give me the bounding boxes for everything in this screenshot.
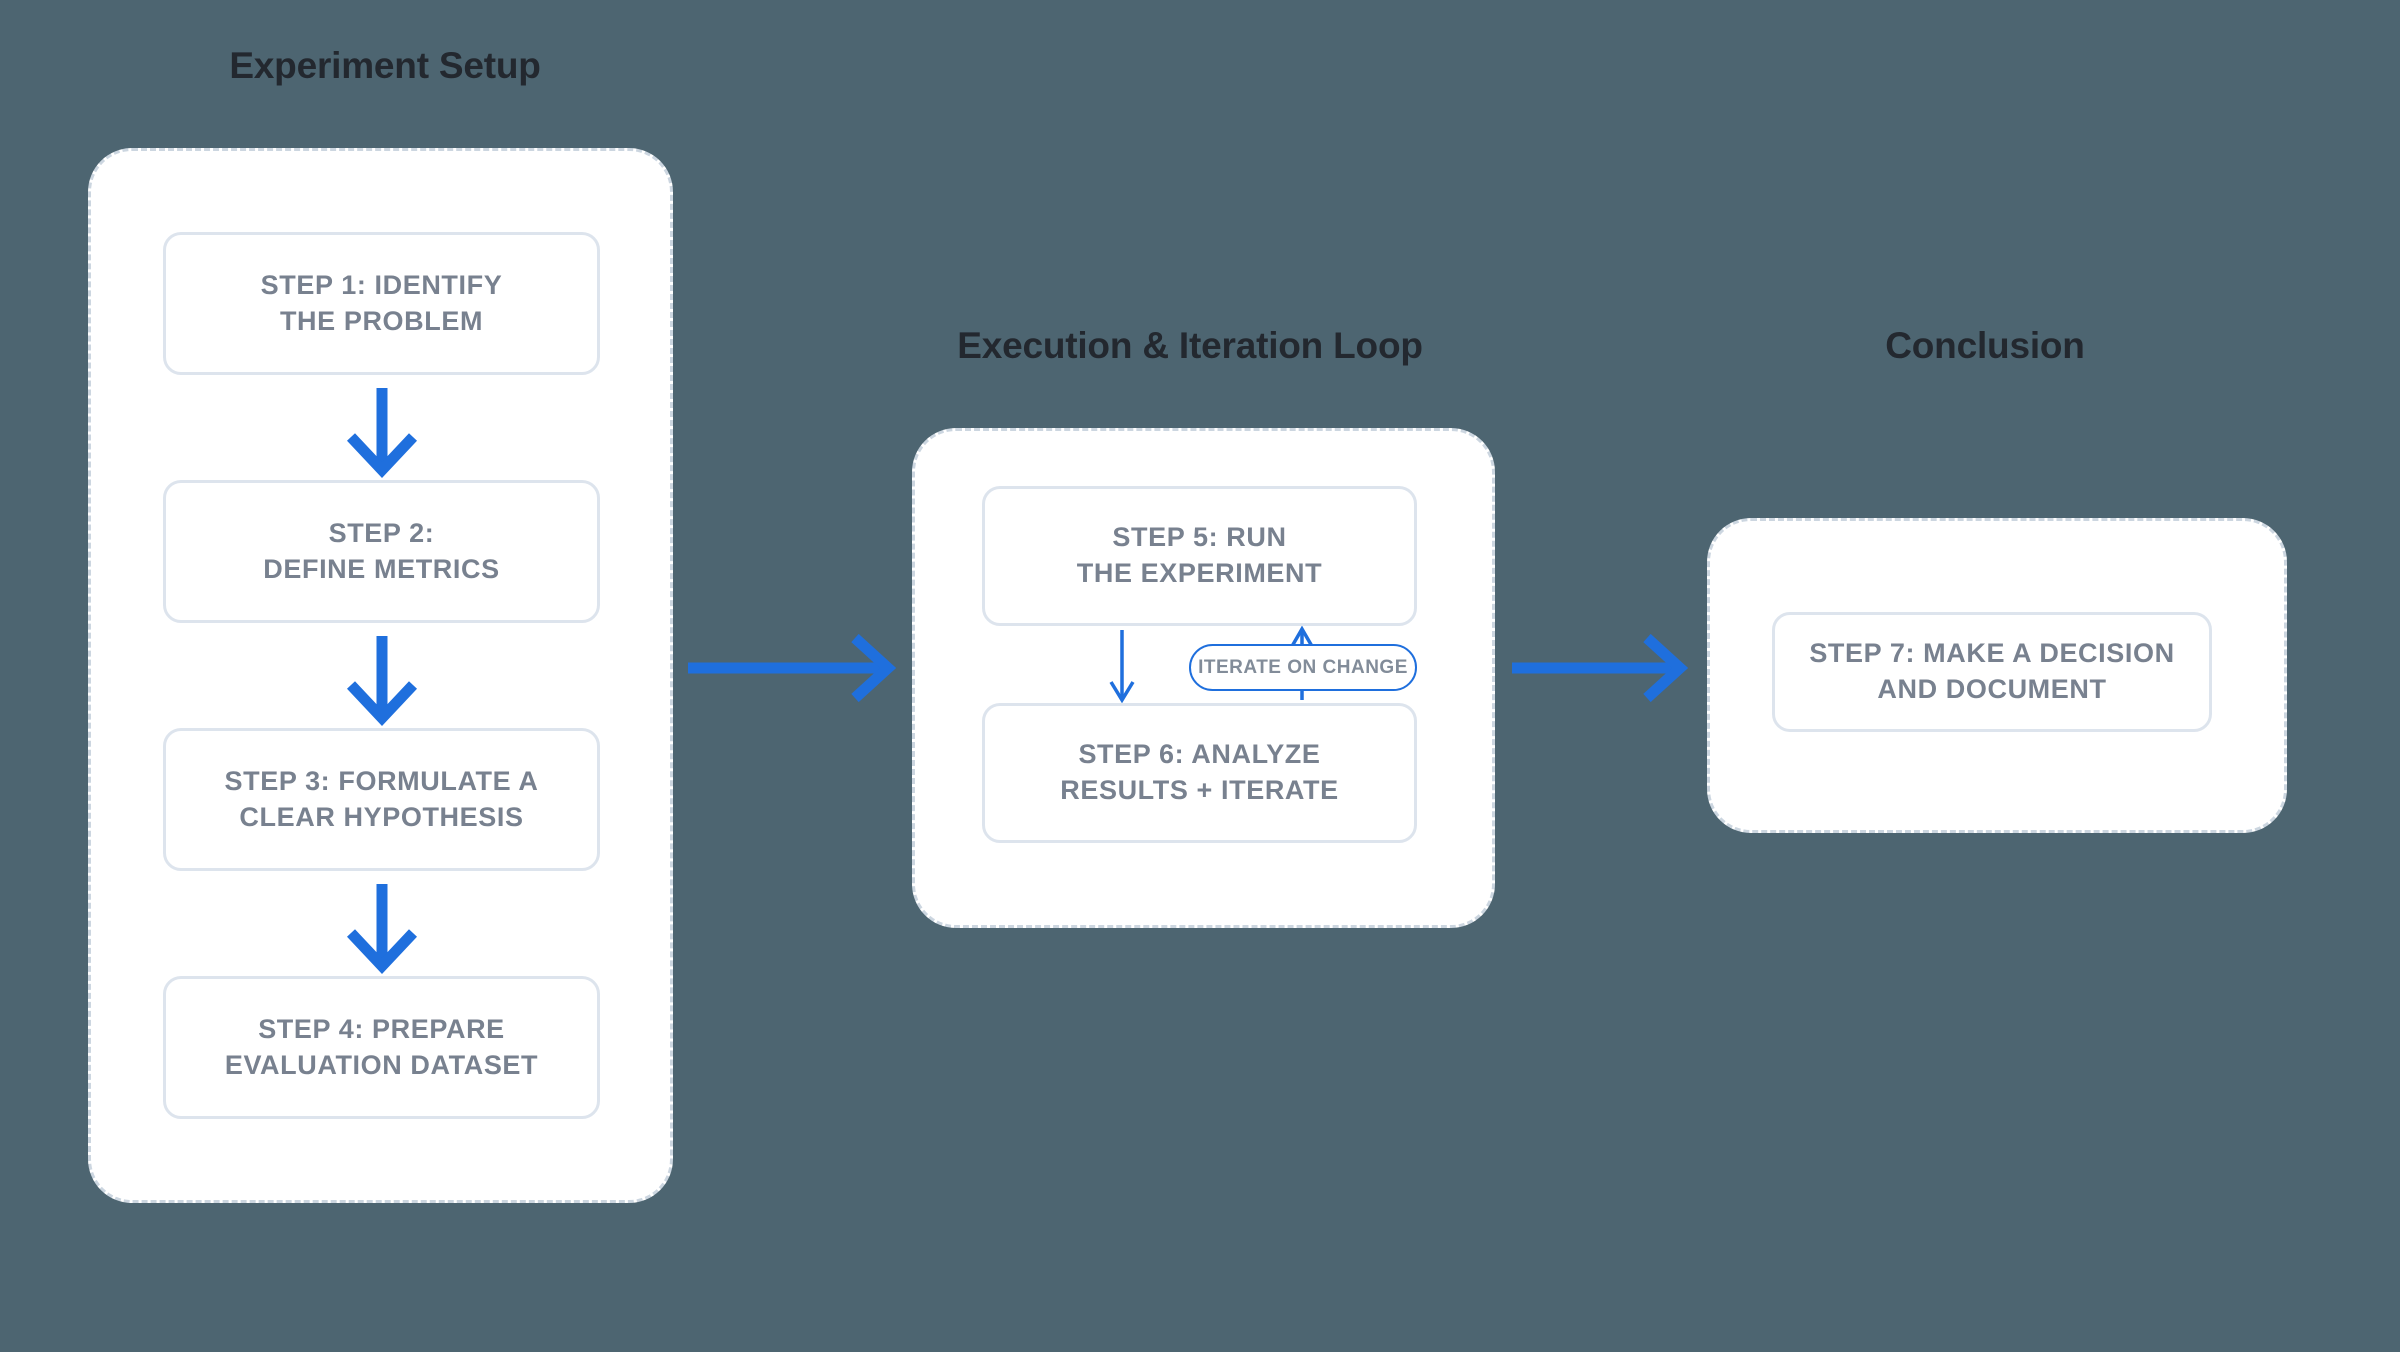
step-box-1[interactable]: STEP 1: IDENTIFY THE PROBLEM: [163, 232, 600, 375]
step-6-line-1: STEP 6: ANALYZE: [1078, 739, 1321, 770]
step-box-5[interactable]: STEP 5: RUN THE EXPERIMENT: [982, 486, 1417, 626]
step-1-line-1: STEP 1: IDENTIFY: [260, 269, 503, 300]
arrow-loop-conclusion-head: [1643, 633, 1689, 703]
step-4-line-1: STEP 4: PREPARE: [258, 1013, 505, 1044]
iterate-on-change-text: ITERATE ON CHANGE: [1198, 656, 1408, 678]
step-6-line-2: RESULTS + ITERATE: [1060, 775, 1339, 805]
step-box-3[interactable]: STEP 3: FORMULATE A CLEAR HYPOTHESIS: [163, 728, 600, 871]
step-1-line-2: THE PROBLEM: [279, 305, 484, 336]
step-2-line-1: STEP 2:: [328, 517, 435, 548]
group-title-execution-iteration-loop: Execution & Iteration Loop: [957, 325, 1423, 366]
group-title-conclusion: Conclusion: [1885, 325, 2085, 366]
step-4-line-2: EVALUATION DATASET: [224, 1049, 539, 1080]
step-3-line-1: STEP 3: FORMULATE A: [224, 765, 539, 796]
step-box-4[interactable]: STEP 4: PREPARE EVALUATION DATASET: [163, 976, 600, 1119]
arrow-setup-loop-head: [851, 633, 897, 703]
step-box-7[interactable]: STEP 7: MAKE A DECISION AND DOCUMENT: [1772, 612, 2212, 732]
step-7-line-1: STEP 7: MAKE A DECISION: [1809, 638, 2175, 669]
step-3-line-2: CLEAR HYPOTHESIS: [239, 801, 524, 832]
iterate-on-change-label[interactable]: ITERATE ON CHANGE: [1189, 644, 1417, 691]
group-title-experiment-setup: Experiment Setup: [229, 45, 541, 86]
step-5-line-1: STEP 5: RUN: [1112, 522, 1287, 553]
step-box-2[interactable]: STEP 2: DEFINE METRICS: [163, 480, 600, 623]
step-7-line-2: AND DOCUMENT: [1877, 674, 2107, 704]
step-5-line-2: THE EXPERIMENT: [1076, 558, 1323, 588]
step-box-6[interactable]: STEP 6: ANALYZE RESULTS + ITERATE: [982, 703, 1417, 843]
step-2-line-2: DEFINE METRICS: [263, 553, 500, 584]
